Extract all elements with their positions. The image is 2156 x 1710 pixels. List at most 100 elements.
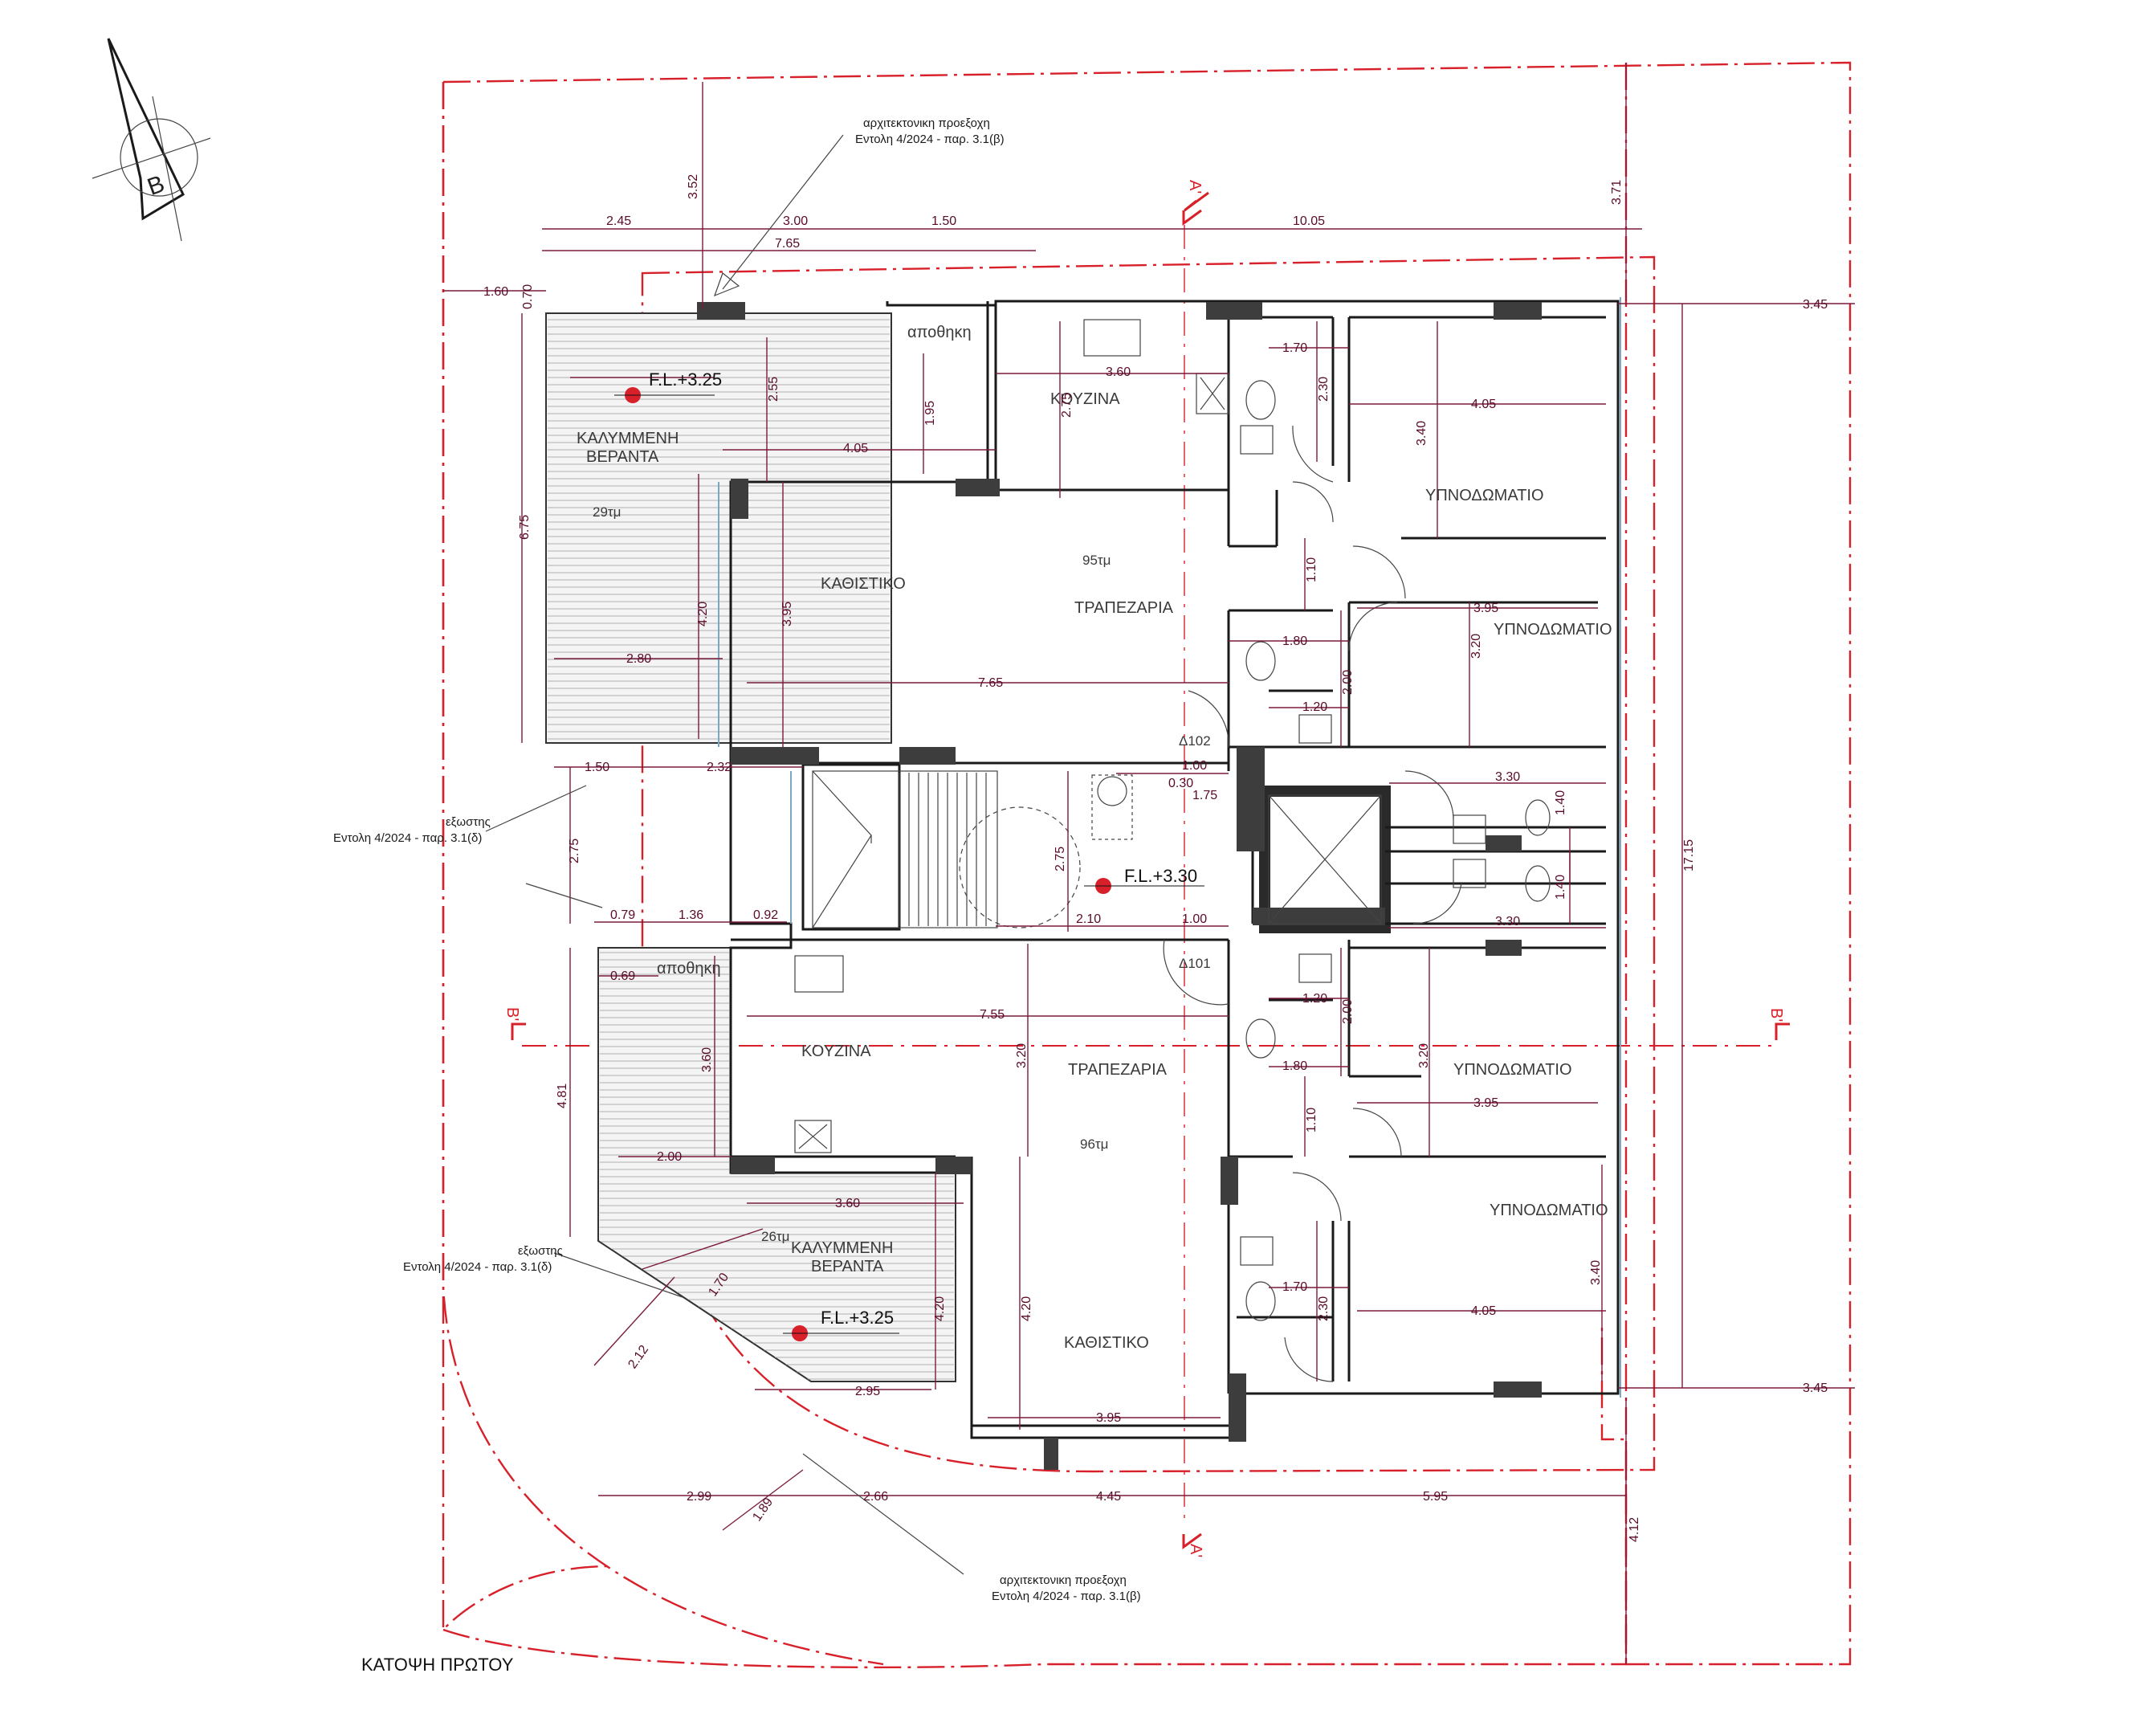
dim: 0.69: [610, 969, 635, 983]
dim: 2.00: [1341, 999, 1355, 1024]
label-bedroom-south-1: ΥΠΝΟΔΩΜΑΤΙΟ: [1453, 1061, 1572, 1079]
dim: 0.92: [753, 908, 778, 922]
label-bedroom-north-1: ΥΠΝΟΔΩΜΑΤΙΟ: [1425, 487, 1544, 504]
dim: 17.15: [1682, 839, 1696, 871]
dim: 3.71: [1610, 180, 1624, 205]
note-projection-top-2: Εντολη 4/2024 - παρ. 3.1(β): [855, 133, 1005, 146]
note-projection-top-1: αρχιτεκτονικη προεξοχη: [863, 116, 990, 130]
dim: 2.75: [1054, 847, 1067, 871]
dim: 2.95: [855, 1385, 880, 1398]
section-b-left: B': [503, 1007, 521, 1021]
label-dining-north: ΤΡΑΠΕΖΑΡΙΑ: [1074, 599, 1174, 617]
dim: 1.40: [1554, 790, 1567, 815]
drawing-title: ΚΑΤΟΨΗ ΠΡΩΤΟΥ: [361, 1655, 514, 1675]
dim: 10.05: [1293, 214, 1325, 228]
dim: 2.00: [1341, 670, 1355, 695]
dimension-lines: [443, 63, 1855, 1664]
dim: 1.10: [1305, 557, 1318, 582]
dim: 1.70: [1282, 341, 1307, 355]
section-markers: A' A' B' B': [503, 180, 1790, 1557]
label-storage-south: αποθηκη: [657, 960, 721, 977]
dim: 2.45: [606, 214, 631, 228]
note-balcony-west-2: Εντολη 4/2024 - παρ. 3.1(δ): [333, 831, 482, 845]
label-kitchen-south: ΚΟΥΖΙΝΑ: [801, 1043, 871, 1060]
dim: 3.45: [1803, 298, 1828, 312]
label-veranda-south-1: ΚΑΛΥΜΜΕΝΗ: [791, 1239, 893, 1257]
dim: 3.30: [1495, 915, 1520, 928]
dim: 1.60: [483, 285, 508, 299]
dim: 2.30: [1317, 377, 1331, 402]
label-veranda-south-2: ΒΕΡΑΝΤΑ: [811, 1258, 884, 1275]
dim: 1.40: [1554, 875, 1567, 900]
note-balcony-west-1: εξωστης: [446, 815, 491, 829]
label-kitchen-north: ΚΟΥΖΙΝΑ: [1050, 390, 1120, 408]
dim: 2.00: [657, 1150, 682, 1164]
dim: 3.60: [700, 1047, 714, 1072]
dim: 1.89: [750, 1496, 776, 1524]
dim: 1.00: [1182, 759, 1207, 773]
annotations: αρχιτεκτονικη προεξοχη Εντολη 4/2024 - π…: [333, 116, 1141, 1603]
dim: 7.65: [775, 237, 800, 251]
level-landing: F.L.+3.30: [1124, 866, 1197, 886]
fixtures: [794, 319, 1551, 1321]
veranda-south-hatch: [597, 947, 956, 1382]
dim: 4.20: [1020, 1296, 1033, 1321]
label-veranda-south-area: 26τμ: [761, 1229, 789, 1244]
north-label: B: [144, 170, 168, 201]
dim: 2.99: [687, 1490, 711, 1504]
structural-columns: [697, 302, 1542, 1470]
door-swings: [959, 425, 1462, 1382]
dim: 1.80: [1282, 1059, 1307, 1073]
note-balcony-south-1: εξωστης: [518, 1244, 563, 1258]
dim: 1.95: [923, 401, 937, 426]
level-marker-south: F.L.+3.25: [783, 1308, 899, 1341]
label-veranda-north-1: ΚΑΛΥΜΜΕΝΗ: [577, 430, 679, 447]
dim: 1.00: [1182, 912, 1207, 926]
dim: 2.75: [568, 839, 581, 863]
dim: 1.36: [679, 908, 703, 922]
dim: 2.75: [1060, 393, 1074, 418]
dim: 3.30: [1495, 770, 1520, 784]
dim: 3.52: [687, 174, 700, 199]
dim: 6.75: [518, 515, 532, 540]
label-storage-north: αποθηκη: [907, 324, 972, 341]
dim: 3.60: [835, 1197, 860, 1210]
level-marker-north: F.L.+3.25: [614, 369, 722, 403]
dim: 4.05: [1471, 398, 1496, 411]
section-a-bottom: A': [1187, 1544, 1204, 1557]
dim: 3.40: [1589, 1260, 1603, 1285]
label-veranda-north-2: ΒΕΡΑΝΤΑ: [586, 448, 659, 466]
dim: 3.60: [1106, 365, 1131, 379]
dim: 4.81: [556, 1084, 569, 1108]
dim: 3.20: [1417, 1043, 1431, 1068]
dim: 0.70: [521, 284, 535, 309]
dim: 1.70: [1282, 1280, 1307, 1294]
dim: 4.20: [696, 602, 710, 626]
dim: 4.45: [1096, 1490, 1121, 1504]
dim: 1.10: [1305, 1108, 1318, 1133]
label-veranda-north-area: 29τμ: [593, 504, 621, 520]
level-marker-landing: F.L.+3.30: [1084, 866, 1204, 894]
wheelchair-symbol: [1097, 776, 1127, 806]
dim: 1.75: [1192, 789, 1217, 802]
north-arrow: B: [92, 38, 211, 242]
dim: 0.79: [610, 908, 635, 922]
dim: 3.95: [1096, 1411, 1121, 1425]
dim: 1.20: [1302, 992, 1327, 1006]
dim: 2.12: [626, 1343, 651, 1371]
dim: 1.50: [931, 214, 956, 228]
dim: 3.95: [1473, 1096, 1498, 1110]
dimension-values: 2.45 3.00 1.50 10.05 7.65 3.52 3.71 1.60…: [483, 174, 1828, 1542]
label-door-d101: Δ101: [1179, 956, 1211, 971]
note-projection-bottom-2: Εντολη 4/2024 - παρ. 3.1(β): [992, 1590, 1141, 1603]
dim: 2.80: [626, 652, 651, 666]
dim: 0.30: [1168, 777, 1193, 790]
label-bedroom-south-2: ΥΠΝΟΔΩΜΑΤΙΟ: [1490, 1202, 1608, 1219]
dim: 3.40: [1415, 421, 1429, 446]
dim: 4.05: [843, 442, 868, 455]
dim: 4.12: [1628, 1517, 1641, 1542]
dim: 2.10: [1076, 912, 1101, 926]
dim: 3.20: [1015, 1043, 1029, 1068]
dim: 5.95: [1423, 1490, 1448, 1504]
dim: 2.32: [707, 761, 732, 774]
